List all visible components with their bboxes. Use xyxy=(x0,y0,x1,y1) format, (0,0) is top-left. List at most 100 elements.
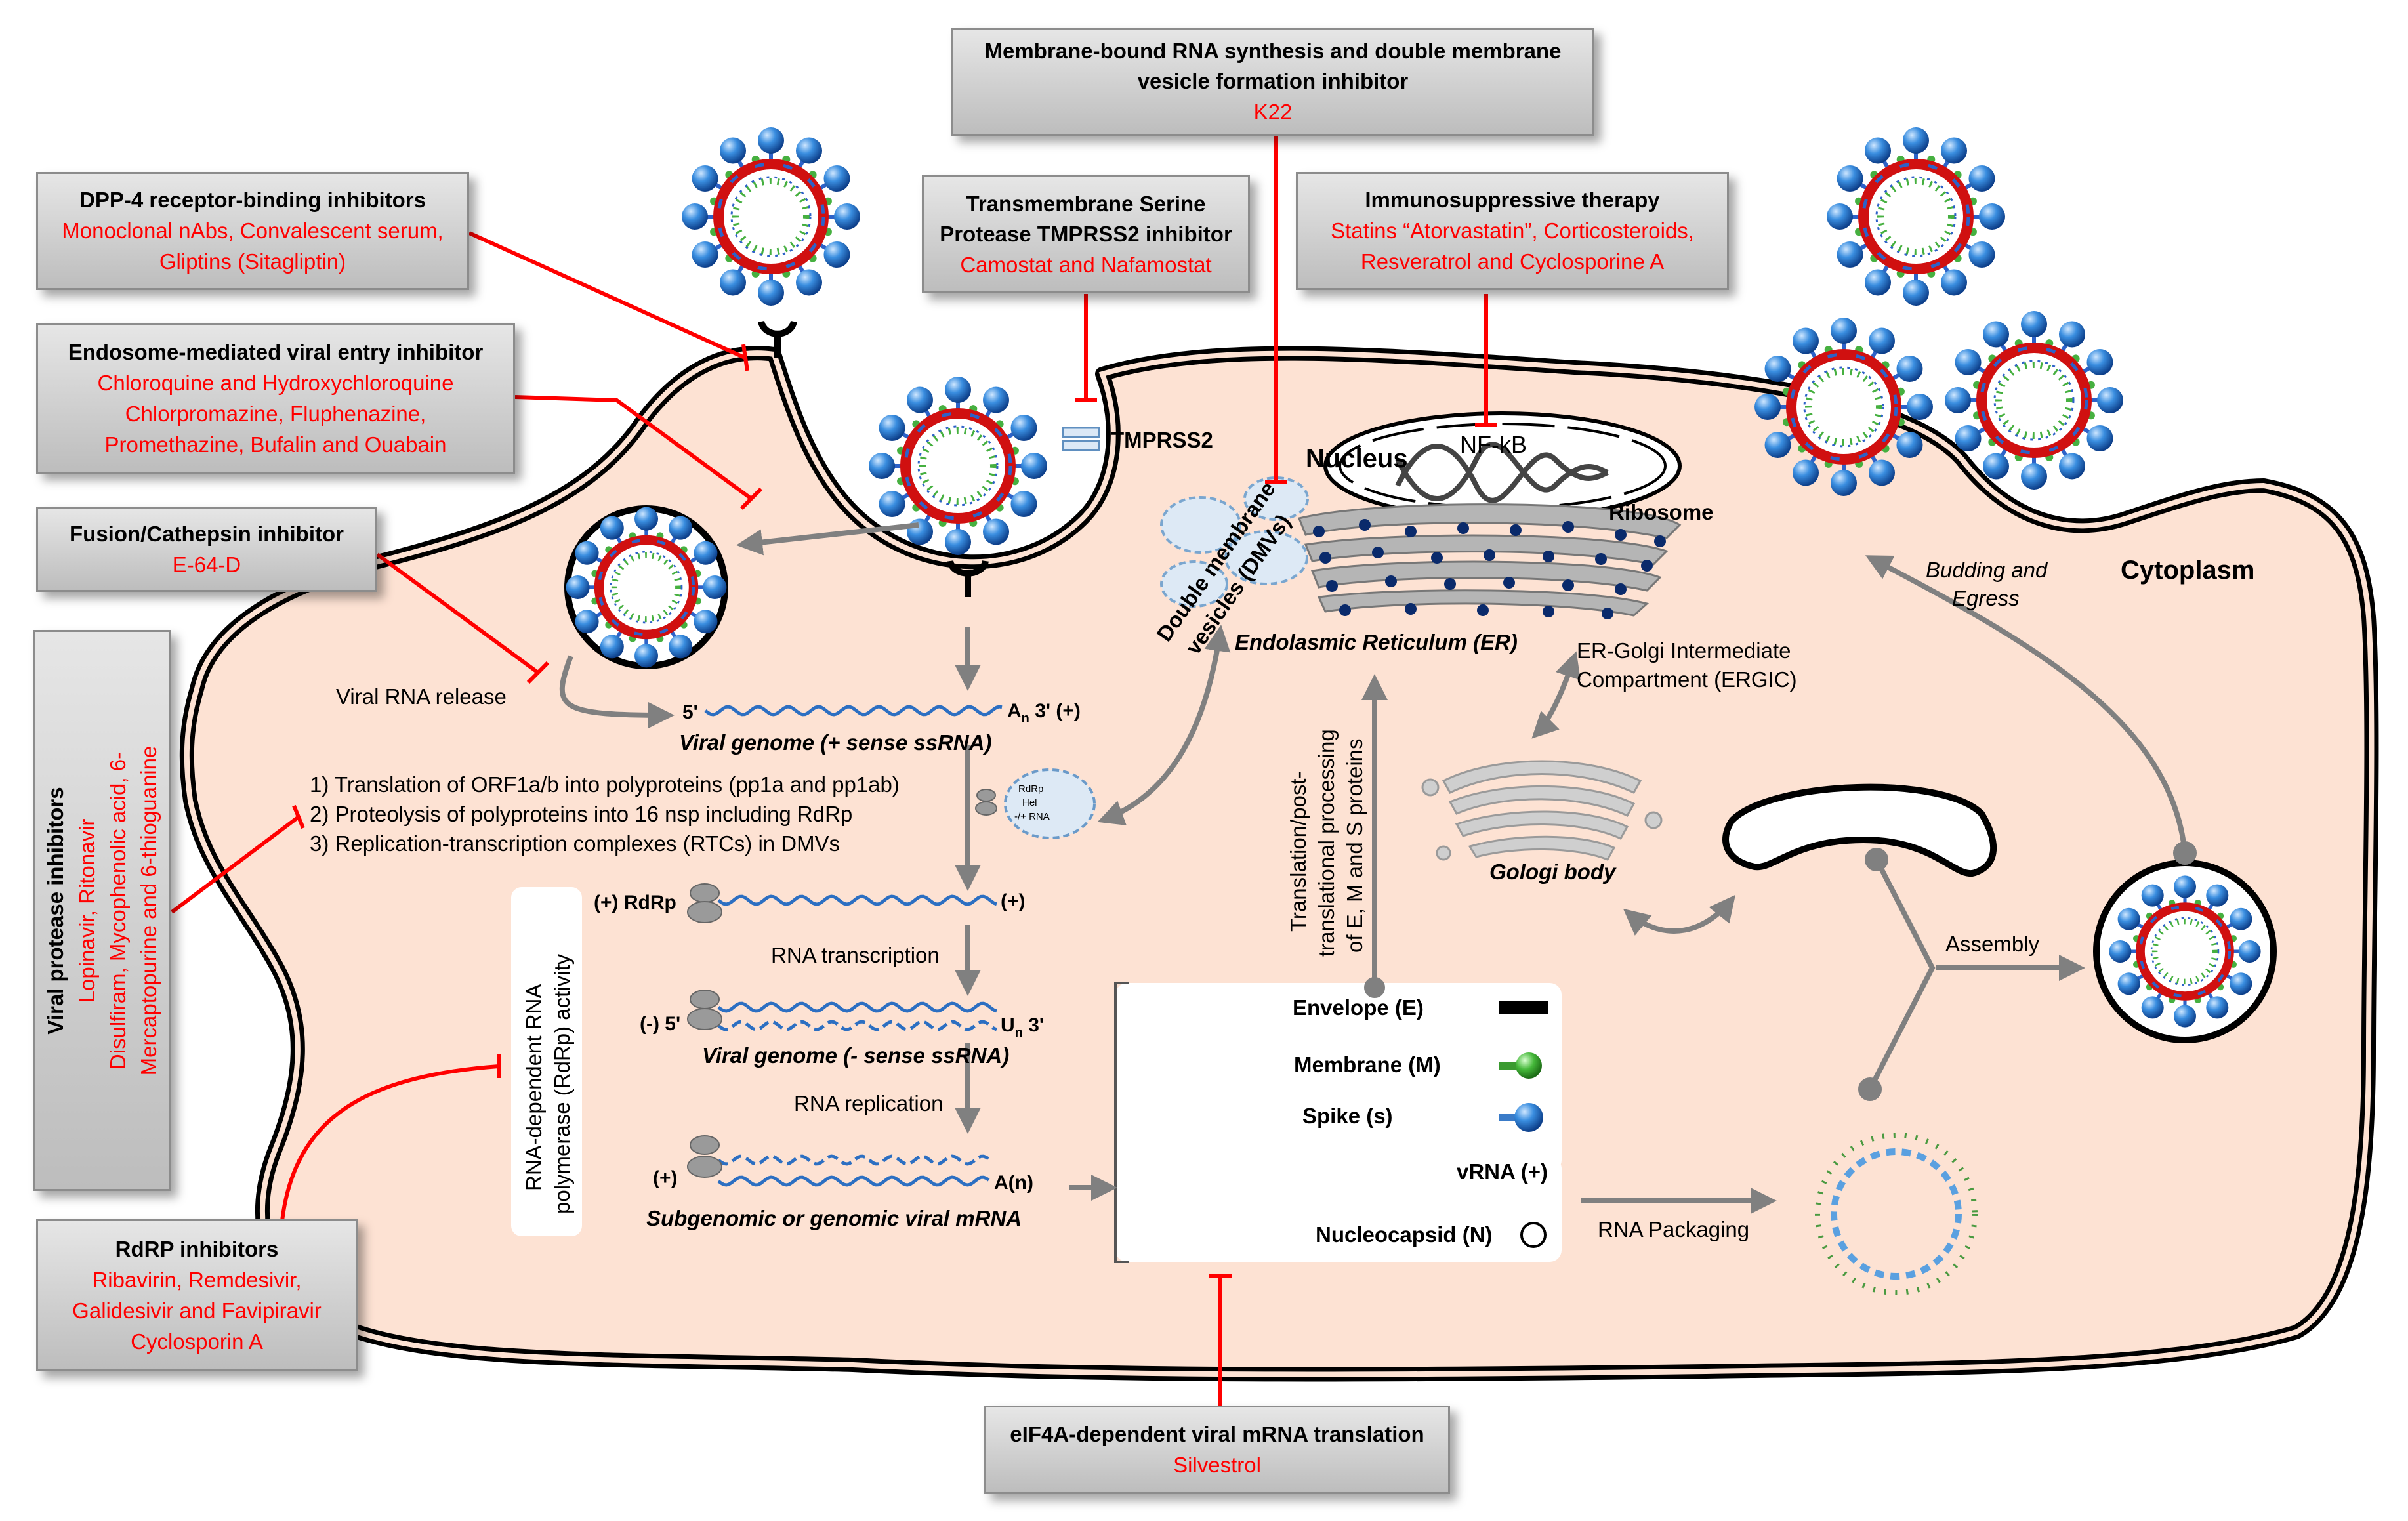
cytoplasm-label: Cytoplasm xyxy=(2121,556,2255,585)
eif4a-inhibitor-drugs: Silvestrol xyxy=(1173,1453,1261,1477)
fusion-inhibitor-drugs: E-64-D xyxy=(172,552,241,577)
plus-rdrp-label: (+) RdRp xyxy=(594,892,676,913)
rtc-label-3: -/+ RNA xyxy=(1014,811,1050,822)
five-prime-label: 5' xyxy=(682,701,698,723)
endosome-inhibitor-drugs-1: Chloroquine and Hydroxychloroquine xyxy=(97,370,454,395)
rdrp-beads xyxy=(687,789,997,1178)
genome-minus-label: Viral genome (- sense ssRNA) xyxy=(702,1043,1009,1068)
endosome-inhibitor-drugs-3: Promethazine, Bufalin and Ouabain xyxy=(104,432,447,457)
rna-packaging-label: RNA Packaging xyxy=(1598,1217,1749,1241)
rdrp-activity-label-2: polymerase (RdRp) activity xyxy=(550,953,574,1214)
plus-left-label: (+) xyxy=(653,1167,678,1189)
nucleocapsid-icon xyxy=(1520,1222,1547,1248)
tmprss2-inhibitor-box: Transmembrane Serine Protease TMPRSS2 in… xyxy=(922,175,1250,293)
translation-label-2: translational processing xyxy=(1314,729,1339,957)
membrane-protein-icon xyxy=(1499,1052,1542,1079)
step-3: 3) Replication-transcription complexes (… xyxy=(310,831,840,856)
nucleocapsid-ring xyxy=(1831,1148,1962,1280)
protease-inhibitor-text: Viral protease inhibitors Lopinavir, Rit… xyxy=(33,630,171,1191)
dpp4-inhibitor-box: DPP-4 receptor-binding inhibitors Monocl… xyxy=(36,172,469,290)
an-end-label: A(n) xyxy=(994,1172,1033,1194)
envelope-icon xyxy=(1499,1001,1548,1014)
plus-end-label: (+) xyxy=(1001,890,1026,912)
golgi-body xyxy=(1421,760,1663,861)
protease-inhibitor-drugs-2: Disulfiram, Mycophenolic acid, 6- xyxy=(105,751,130,1070)
fusion-inhibitor-box: Fusion/Cathepsin inhibitor E-64-D xyxy=(36,507,377,592)
budding-label-1: Budding and xyxy=(1926,558,2048,582)
spike-label: Spike (s) xyxy=(1302,1104,1393,1128)
rtc-complex xyxy=(1004,768,1096,839)
endoplasmic-reticulum xyxy=(1297,503,1682,617)
dpp4-inhibitor-drugs-1: Monoclonal nAbs, Convalescent serum, xyxy=(62,219,444,243)
membrane-inhibitor-box: Membrane-bound RNA synthesis and double … xyxy=(951,28,1594,136)
protease-inhibitor-box: Viral protease inhibitors Lopinavir, Rit… xyxy=(33,630,171,1191)
viral-rna-release-label: Viral RNA release xyxy=(336,684,507,709)
rtc-label-2: Hel xyxy=(1022,797,1037,808)
nucleus-label: Nucleus xyxy=(1306,444,1408,473)
immunosuppressive-box: Immunosuppressive therapy Statins “Atorv… xyxy=(1296,172,1729,290)
rdrp-activity-label-1: RNA-dependent RNA xyxy=(522,984,546,1192)
membrane-inhibitor-title: Membrane-bound RNA synthesis and double … xyxy=(984,39,1562,93)
tmprss2-inhibitor-drugs: Camostat and Nafamostat xyxy=(960,252,1212,277)
rna-transcription-label: RNA transcription xyxy=(771,943,940,967)
endosome-inhibitor-box: Endosome-mediated viral entry inhibitor … xyxy=(36,323,515,474)
rtc-label-1: RdRp xyxy=(1018,783,1043,795)
vrna-label: vRNA (+) xyxy=(1457,1159,1548,1184)
membrane-inhibitor-drugs: K22 xyxy=(1253,100,1293,124)
rdrp-inhibitor-title: RdRP inhibitors xyxy=(115,1236,279,1261)
rna-replication-label: RNA replication xyxy=(794,1091,943,1115)
nfkb-label: NF-kB xyxy=(1460,431,1527,458)
protein-panel xyxy=(1115,983,1562,1172)
protease-inhibitor-drugs-1: Lopinavir, Ritonavir xyxy=(74,818,99,1003)
an3-label: An 3' (+) xyxy=(1007,700,1081,726)
budding-label-2: Egress xyxy=(1952,586,2020,610)
tmprss2-symbol xyxy=(1062,427,1100,451)
fusion-inhibitor-title: Fusion/Cathepsin inhibitor xyxy=(70,521,344,546)
ergic-label-1: ER-Golgi Intermediate xyxy=(1577,638,1791,663)
protease-inhibitor-title: Viral protease inhibitors xyxy=(43,786,68,1035)
dpp4-inhibitor-title: DPP-4 receptor-binding inhibitors xyxy=(79,188,426,212)
rdrp-inhibitor-box: RdRP inhibitors Ribavirin, Remdesivir, G… xyxy=(36,1219,358,1371)
rdrp-inhibitor-drugs-3: Cyclosporin A xyxy=(131,1329,263,1354)
dmvs xyxy=(1160,476,1309,608)
ergic-label-2: Compartment (ERGIC) xyxy=(1577,667,1797,692)
assembly-label: Assembly xyxy=(1945,932,2040,956)
spike-protein-icon xyxy=(1499,1103,1543,1132)
translation-label-3: of E, M and S proteins xyxy=(1342,738,1367,953)
translation-label-1: Translation/post- xyxy=(1286,771,1310,932)
endosome-inhibitor-drugs-2: Chlorpromazine, Fluphenazine, xyxy=(125,401,426,426)
immunosuppressive-drugs-2: Resveratrol and Cyclosporine A xyxy=(1360,249,1665,274)
vrna-panel xyxy=(1115,1157,1562,1262)
tmprss2-label: TMPRSS2 xyxy=(1111,428,1213,452)
dpp4-receptor xyxy=(758,320,797,358)
golgi-label: Gologi body xyxy=(1489,860,1617,884)
immunosuppressive-title: Immunosuppressive therapy xyxy=(1365,188,1660,212)
genome-plus-label: Viral genome (+ sense ssRNA) xyxy=(679,730,992,755)
membrane-label: Membrane (M) xyxy=(1294,1052,1441,1077)
er-label: Endolasmic Reticulum (ER) xyxy=(1235,630,1518,654)
dna-helix xyxy=(1395,442,1609,503)
rdrp-inhibitor-drugs-1: Ribavirin, Remdesivir, xyxy=(92,1267,302,1292)
nucleocapsid-label: Nucleocapsid (N) xyxy=(1316,1222,1493,1247)
pit-receptor xyxy=(947,560,989,597)
eif4a-inhibitor-title: eIF4A-dependent viral mRNA translation xyxy=(1010,1422,1424,1446)
rdrp-panel xyxy=(511,887,582,1236)
envelope-label: Envelope (E) xyxy=(1293,995,1424,1020)
endosome-inhibitor-title: Endosome-mediated viral entry inhibitor xyxy=(68,339,484,364)
immunosuppressive-drugs-1: Statins “Atorvastatin”, Corticosteroids, xyxy=(1331,219,1694,243)
un3-label: Un 3' xyxy=(1001,1014,1044,1040)
minus5-label: (-) 5' xyxy=(640,1013,680,1035)
eif4a-inhibitor-box: eIF4A-dependent viral mRNA translation S… xyxy=(984,1406,1450,1494)
rdrp-inhibitor-drugs-2: Galidesivir and Favipiravir xyxy=(72,1298,322,1323)
ribosome-label: Ribosome xyxy=(1609,500,1714,524)
step-2: 2) Proteolysis of polyproteins into 16 n… xyxy=(310,802,852,826)
tmprss2-inhibitor-title-1: Transmembrane Serine xyxy=(966,191,1206,216)
step-1: 1) Translation of ORF1a/b into polyprote… xyxy=(310,772,900,797)
protease-inhibitor-drugs-3: Mercaptopurine and 6-thioguanine xyxy=(136,745,161,1075)
dpp4-inhibitor-drugs-2: Gliptins (Sitagliptin) xyxy=(159,249,346,274)
subgenomic-label: Subgenomic or genomic viral mRNA xyxy=(646,1206,1022,1230)
tmprss2-inhibitor-title-2: Protease TMPRSS2 inhibitor xyxy=(940,221,1232,246)
assembly-membrane xyxy=(1722,783,1997,877)
